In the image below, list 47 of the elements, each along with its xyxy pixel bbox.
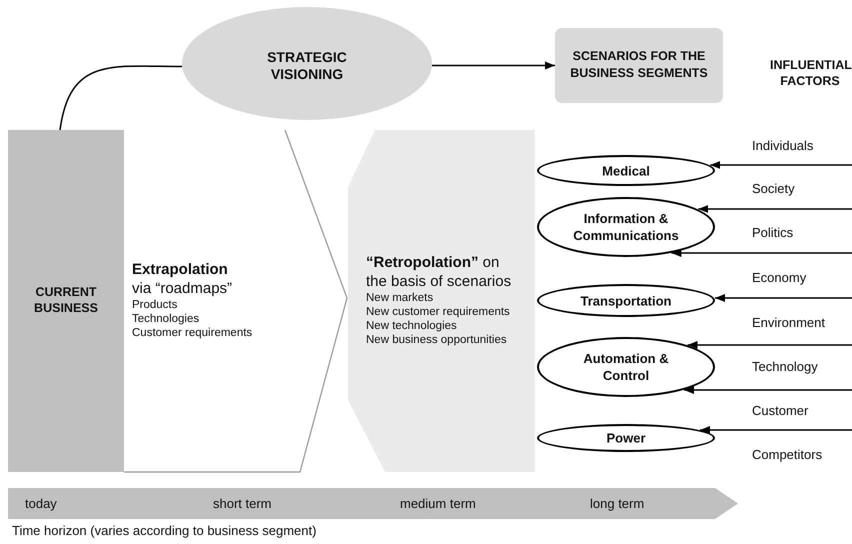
factor-label: Society — [752, 181, 795, 197]
segment-name: Automation & Control — [582, 350, 670, 384]
segment-name: Power — [605, 430, 646, 446]
time-label: today — [25, 496, 57, 511]
segment-ellipse — [537, 155, 715, 186]
list-item: New markets — [366, 291, 434, 305]
arrow — [698, 205, 852, 213]
list-item: New technologies — [366, 319, 457, 333]
arrow — [684, 386, 852, 394]
column-heading: INFLUENTIAL FACTORS — [770, 57, 850, 89]
background-panel — [348, 130, 535, 472]
heading-text: Extrapolation via “roadmaps” — [132, 260, 232, 298]
segment-ellipse — [537, 284, 715, 317]
chevron-shape — [124, 130, 348, 472]
arrow — [710, 161, 852, 169]
list-item: Technologies — [132, 312, 200, 326]
time-label: medium term — [400, 496, 476, 511]
list-item: Products — [132, 298, 178, 312]
factor-label: Customer — [752, 403, 808, 419]
heading-text: “Retropolation” on the basis of scenarios — [366, 253, 512, 291]
factor-label: Environment — [752, 315, 825, 331]
connector-line — [59, 65, 182, 130]
caption-text: Time horizon (varies according to business segment) — [12, 523, 316, 539]
process-bar — [8, 130, 124, 472]
list-item: New customer requirements — [366, 305, 510, 319]
arrow — [432, 62, 555, 70]
factor-label: Individuals — [752, 138, 814, 154]
list-item: Customer requirements — [132, 326, 252, 340]
arrow — [714, 294, 852, 302]
factor-label: Economy — [752, 270, 806, 286]
arrow — [688, 341, 852, 349]
list-item: New business opportunities — [366, 333, 507, 347]
factor-label: Competitors — [752, 447, 822, 463]
arrow — [700, 426, 852, 434]
arrow — [671, 249, 852, 257]
node-title: CURRENT BUSINESS — [33, 284, 99, 316]
segment-ellipse — [537, 424, 715, 452]
factor-label: Technology — [752, 359, 818, 375]
factor-label: Politics — [752, 225, 794, 241]
segment-name: Medical — [601, 162, 651, 179]
process-box — [555, 28, 723, 103]
time-label: long term — [590, 496, 644, 511]
segment-name: Transportation — [579, 292, 672, 309]
time-label: short term — [213, 496, 272, 511]
segment-name: Information & Communications — [572, 210, 680, 244]
node-title: SCENARIOS FOR THE BUSINESS SEGMENTS — [569, 48, 709, 82]
node-title: STRATEGIC VISIONING — [266, 49, 348, 83]
